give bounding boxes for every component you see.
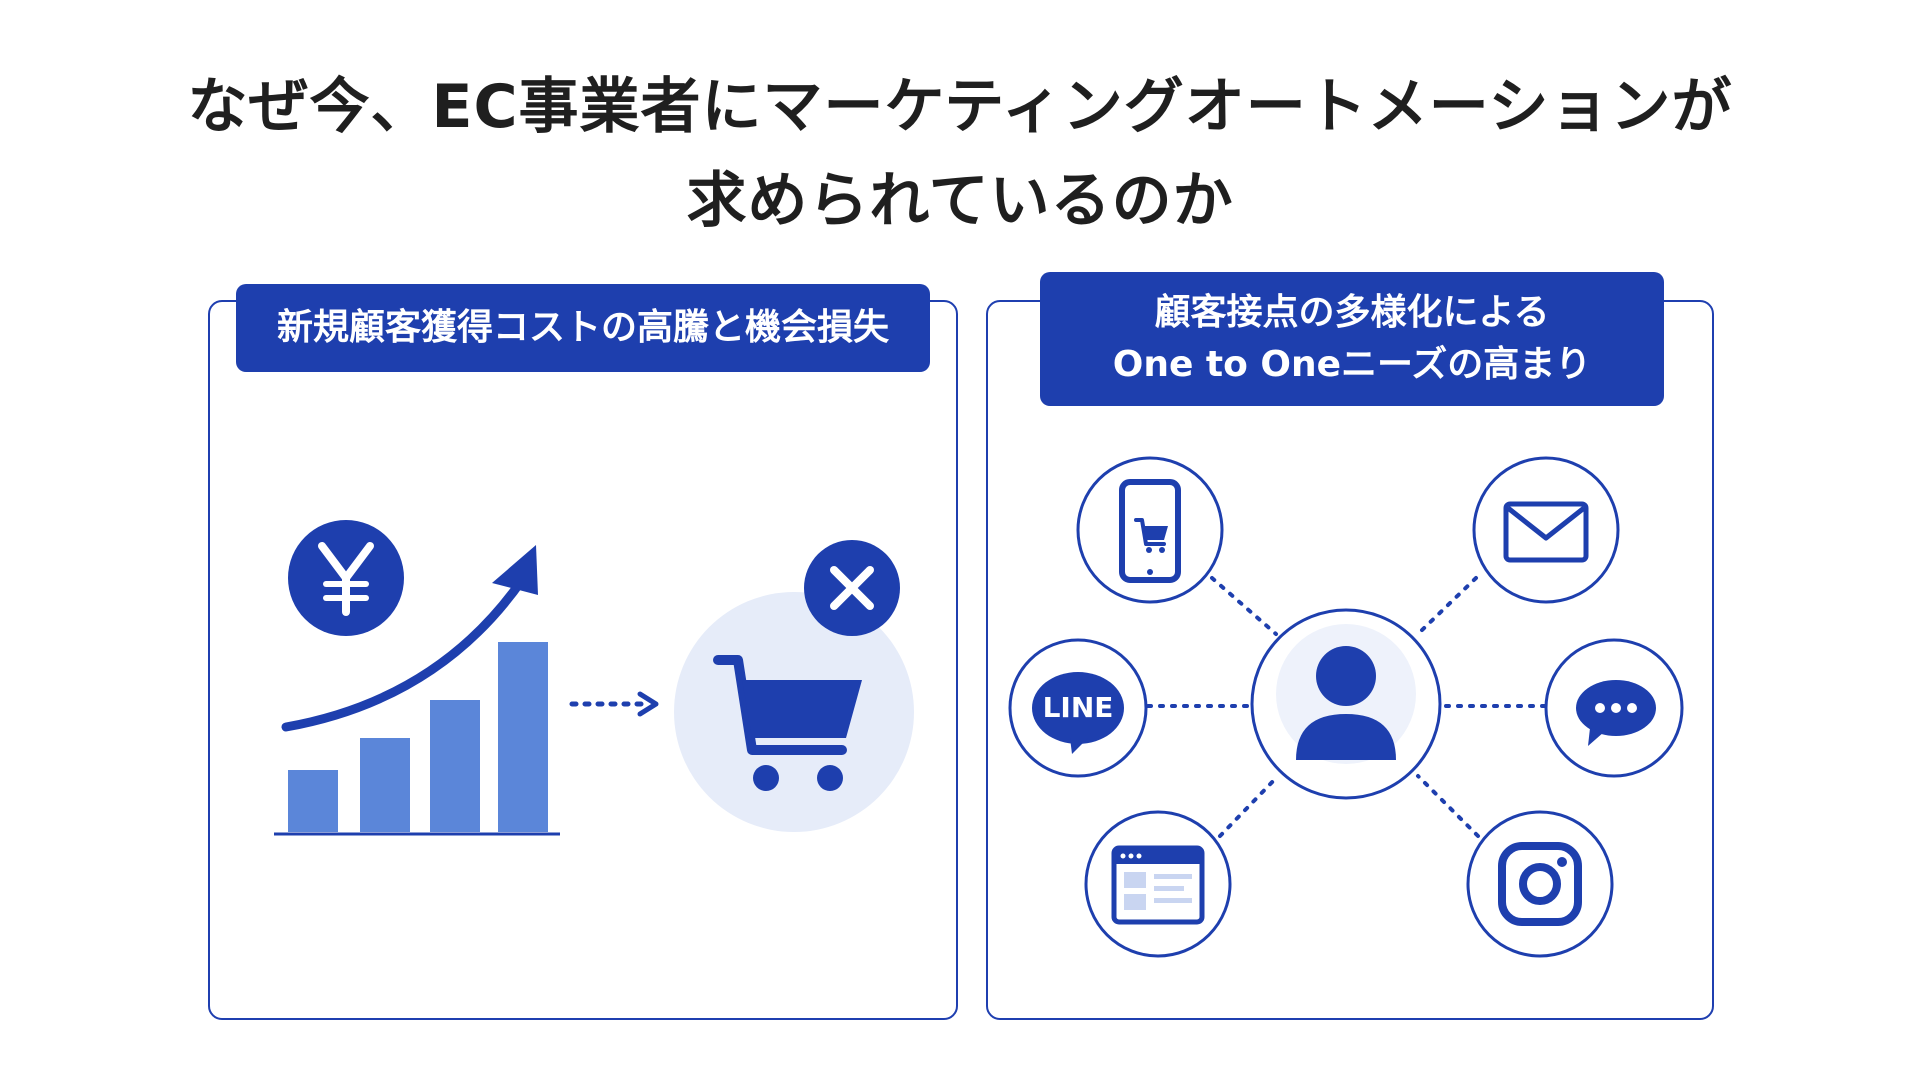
- line-app-icon: [1008, 638, 1148, 778]
- bar-chart-icon: [274, 642, 560, 836]
- connector-lines: [1146, 576, 1548, 838]
- close-icon: [804, 540, 900, 636]
- mail-icon: [1472, 456, 1620, 604]
- smartphone-cart-icon: [1076, 456, 1224, 604]
- dotted-arrow-icon: [569, 691, 659, 717]
- shopping-cart-icon: [674, 592, 914, 832]
- yen-icon: [288, 520, 404, 636]
- chat-bubble-icon: [1544, 638, 1684, 778]
- line-app-label: LINE: [1042, 691, 1114, 724]
- page-title: なぜ今、EC事業者にマーケティングオートメーションが 求められているのか: [0, 60, 1920, 248]
- arrow-up-right-icon: [281, 545, 538, 732]
- right-panel-label: 顧客接点の多様化による One to Oneニーズの高まり: [1040, 272, 1664, 406]
- page-title-line-1: なぜ今、EC事業者にマーケティングオートメーションが: [187, 72, 1733, 142]
- left-panel-label: 新規顧客獲得コストの高騰と機会損失: [236, 284, 930, 372]
- instagram-icon: [1466, 810, 1614, 958]
- web-page-icon: [1084, 810, 1232, 958]
- page-title-line-2: 求められているのか: [686, 166, 1234, 236]
- right-panel-label-line-2: One to Oneニーズの高まり: [1112, 344, 1592, 385]
- right-panel-label-line-1: 顧客接点の多様化による: [1154, 292, 1550, 333]
- user-icon: [1250, 608, 1442, 800]
